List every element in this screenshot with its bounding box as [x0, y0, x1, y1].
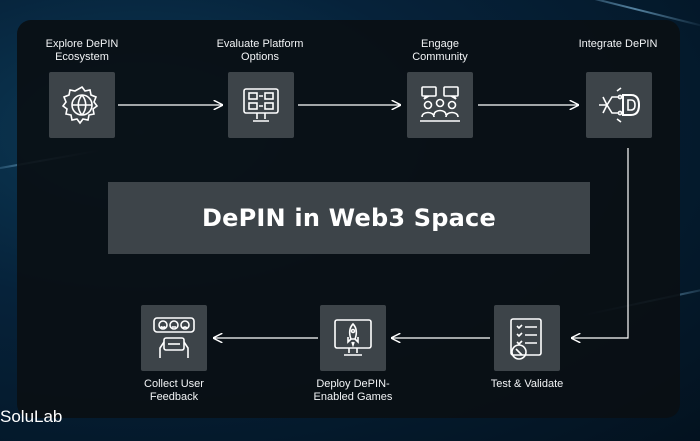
step-tile-deploy [320, 305, 386, 371]
step-label-explore: Explore DePIN Ecosystem [45, 38, 119, 63]
step-tile-integrate [586, 72, 652, 138]
rocket-monitor-icon [334, 319, 372, 356]
step-tile-explore [49, 72, 115, 138]
feedback-faces-icon [153, 317, 195, 358]
step-tile-feedback [141, 305, 207, 371]
step-label-test: Test & Validate [490, 378, 564, 390]
step-tile-evaluate [228, 72, 294, 138]
arrow-4 [572, 148, 629, 338]
step-label-evaluate: Evaluate Platform Options [216, 38, 304, 63]
checklist-icon [510, 318, 542, 360]
step-label-integrate: Integrate DePIN [578, 38, 658, 50]
community-chat-icon [420, 86, 460, 122]
step-label-deploy: Deploy DePIN- Enabled Games [313, 378, 393, 403]
step-label-feedback: Collect User Feedback [144, 378, 204, 403]
monitor-options-icon [243, 88, 279, 122]
title-banner: DePIN in Web3 Space [108, 182, 590, 254]
circuit-d-icon [599, 87, 641, 123]
step-tile-test [494, 305, 560, 371]
gear-globe-icon [61, 85, 99, 125]
diagram-title: DePIN in Web3 Space [202, 204, 496, 232]
step-tile-engage [407, 72, 473, 138]
step-label-engage: Engage Community [412, 38, 468, 63]
brand-logo: SoluLab [0, 407, 63, 426]
